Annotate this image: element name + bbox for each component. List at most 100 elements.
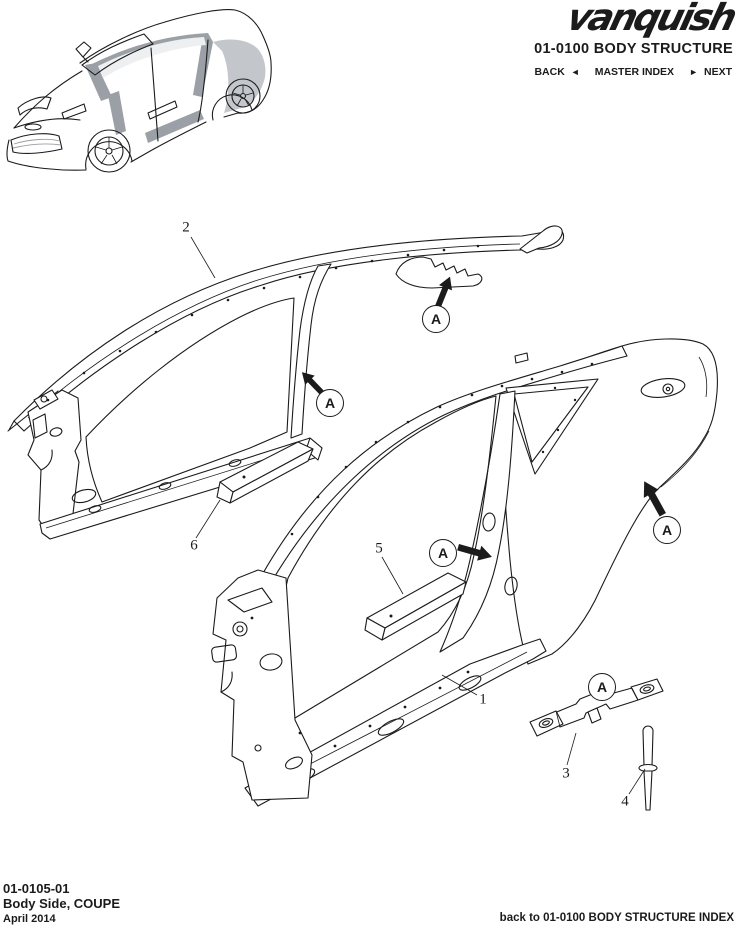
pillar-foot-slot — [284, 755, 305, 772]
callout-6: 6 — [190, 537, 198, 554]
car-shade-hinge-pillar — [108, 91, 126, 135]
outer-hinge-bracket — [34, 390, 58, 409]
foam-block-6 — [217, 442, 313, 503]
rivet-part-4 — [639, 726, 657, 810]
hinge-pillar-cutout — [211, 644, 237, 662]
outer-frame-part — [8, 226, 564, 539]
nav-master-index[interactable]: MASTER INDEX — [595, 66, 674, 78]
detail-a-circle: A — [588, 673, 616, 701]
callout-1: 1 — [479, 691, 487, 708]
detail-a-circle: A — [422, 305, 450, 333]
hinge-pillar-notch — [221, 672, 232, 692]
document-title: Body Side, COUPE — [3, 896, 121, 911]
detail-a-letter: A — [437, 545, 449, 561]
b-pillar-lower-slot — [503, 576, 518, 596]
car-rear-arch — [212, 95, 252, 120]
detail-a-circle: A — [429, 539, 457, 567]
car-rocker — [131, 122, 206, 162]
inner-rail-rivets — [290, 362, 594, 536]
outer-sill-slot — [228, 458, 241, 467]
detail-a-circle: A — [653, 516, 681, 544]
page-title: 01-0100 BODY STRUCTURE — [534, 41, 733, 57]
car-windshield — [82, 34, 153, 75]
callout-5: 5 — [375, 540, 383, 557]
car-front-arch — [86, 142, 132, 169]
car-badge — [25, 124, 41, 130]
car-shade-b-pillar — [193, 35, 213, 97]
outer-pillar-notch — [41, 450, 52, 470]
inner-quarter-arch-line — [661, 431, 709, 487]
inner-hinge-pillar — [213, 570, 312, 800]
nav-master-index-label[interactable]: MASTER INDEX — [594, 66, 675, 78]
detail-a-arrow — [457, 543, 492, 561]
outer-rail-rivets — [46, 244, 480, 402]
outer-pillar-oval — [49, 427, 63, 438]
inner-roof-rail — [262, 346, 627, 581]
inner-assembly-part — [211, 339, 717, 806]
car-shade-rear-quarter — [213, 39, 266, 113]
nav-next-label[interactable]: NEXT — [703, 66, 732, 78]
car-side-glass — [98, 37, 206, 78]
nav-next[interactable]: ► NEXT — [689, 66, 732, 78]
outer-roof-rail — [14, 229, 564, 431]
outer-sill-slot — [158, 481, 171, 490]
document-date: April 2014 — [3, 913, 56, 925]
detail-arrows — [301, 276, 666, 561]
leader-lines — [191, 237, 645, 794]
callout-2: 2 — [182, 219, 190, 236]
hinge-pillar-grommet-inner — [237, 626, 243, 632]
callout-4: 4 — [621, 793, 629, 810]
bracket-part-3 — [530, 679, 663, 736]
inner-quarter-tip-line — [699, 357, 707, 397]
car-headlight — [18, 97, 51, 115]
car-front-edge — [7, 140, 86, 170]
detail-a-letter: A — [324, 395, 336, 411]
back-arrow-icon[interactable]: ◄ — [570, 67, 580, 77]
car-hood-front — [14, 119, 80, 128]
outer-pillar-cutout — [33, 414, 47, 438]
detail-a-letter: A — [430, 311, 442, 327]
inner-b-pillar — [440, 391, 515, 652]
outer-aperture-corner-oval — [71, 487, 97, 505]
detail-a-arrow — [301, 372, 326, 396]
outer-rail-inner-line — [28, 244, 520, 418]
quarter-top-tab — [515, 353, 528, 363]
detail-a-arrow — [643, 481, 666, 517]
nav-back[interactable]: BACK ◄ — [534, 66, 579, 78]
car-door-front-line — [151, 48, 158, 141]
car-grille-slats — [13, 139, 61, 148]
outer-b-pillar — [291, 264, 331, 438]
outer-hinge-pillar — [28, 390, 81, 533]
b-pillar-hole — [482, 512, 496, 531]
hinge-pillar-bracket — [228, 588, 272, 612]
callout-3: 3 — [562, 765, 570, 782]
document-number: 01-0105-01 — [3, 881, 70, 896]
car-front-wheel — [88, 130, 130, 172]
fuel-filler-recess — [640, 376, 686, 400]
outer-rail-tail — [520, 226, 562, 253]
car-rear-wheel — [226, 79, 260, 113]
detail-a-arrow — [435, 276, 452, 308]
sill-scallop — [457, 673, 483, 693]
fuel-filler-pin — [666, 387, 669, 390]
outer-sill-slot — [88, 504, 101, 513]
header-navigation: BACK ◄ MASTER INDEX ► NEXT — [534, 66, 732, 78]
nav-back-label[interactable]: BACK — [534, 66, 565, 78]
car-shade-sill — [145, 110, 204, 143]
detail-a-circle: A — [316, 389, 344, 417]
outer-door-aperture — [86, 298, 294, 502]
next-arrow-icon[interactable]: ► — [689, 67, 698, 77]
car-grille — [11, 134, 62, 154]
back-to-index-link[interactable]: back to 01-0100 BODY STRUCTURE INDEX — [499, 912, 734, 924]
detail-a-letter: A — [661, 522, 673, 538]
outer-serrated-flange — [396, 257, 482, 288]
pillar-foot-hole — [255, 745, 261, 751]
hinge-pillar-oval — [259, 652, 283, 672]
car-door-rear-line — [198, 40, 208, 122]
vanquish-logo: vanquish — [562, 0, 737, 39]
inner-quarter-window — [514, 387, 588, 462]
foam-block-5 — [365, 573, 466, 640]
car-fender-vent — [62, 104, 86, 119]
